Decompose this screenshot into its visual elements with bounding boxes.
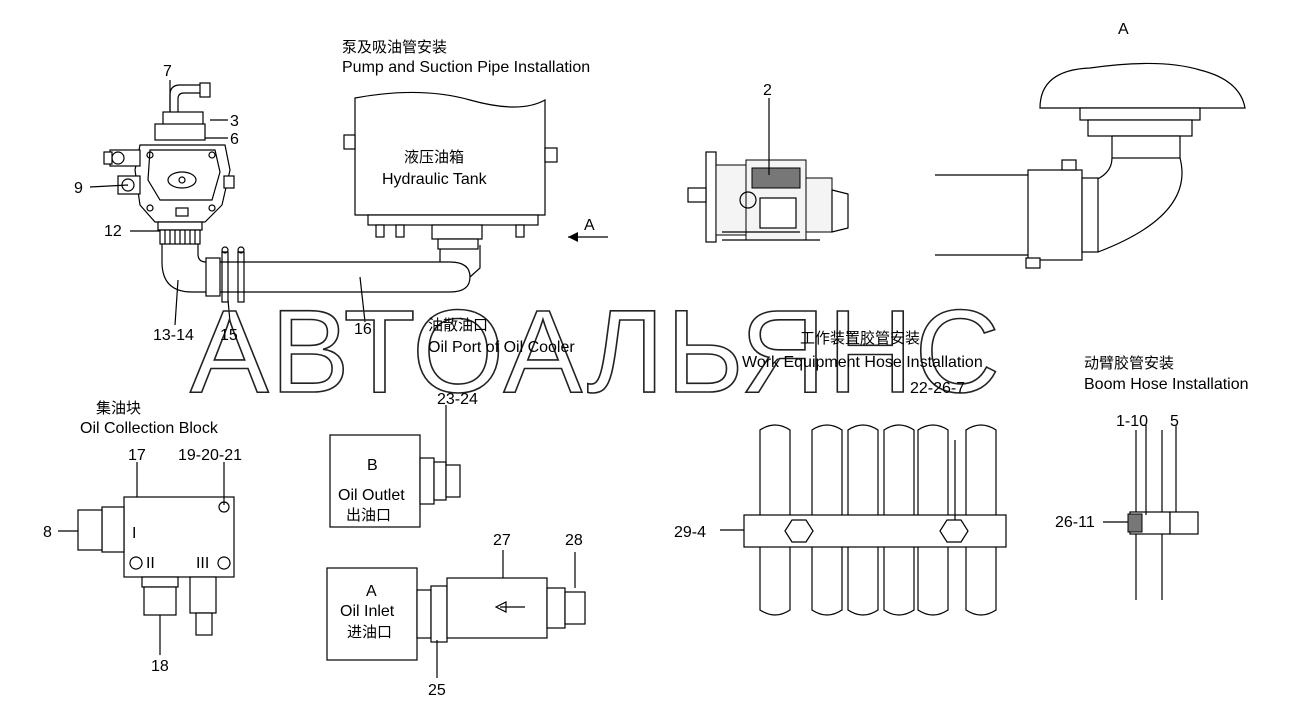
callout-18: 18	[151, 658, 169, 675]
callout-6: 6	[230, 131, 239, 148]
view-a-title: A	[1118, 21, 1129, 38]
port-two-label: II	[146, 554, 155, 572]
suction-pipe	[161, 239, 481, 303]
work-hose-title-en: Work Equipment Hose Installation	[742, 354, 983, 371]
callout-19-20-21: 19-20-21	[178, 447, 242, 464]
boom-hose	[1127, 430, 1199, 600]
callout-2: 2	[763, 82, 772, 99]
callout-1-10: 1-10	[1116, 413, 1148, 430]
port-three-label: III	[196, 554, 209, 572]
outlet-label-en: Oil Outlet	[338, 487, 405, 504]
work-hose-title-zh: 工作装置胶管安装	[800, 329, 920, 347]
tank-label-zh: 液压油箱	[404, 148, 464, 166]
pump-detail	[687, 151, 849, 243]
oil-inlet-fitting	[326, 567, 586, 661]
pump-suction-title-en: Pump and Suction Pipe Installation	[342, 59, 590, 76]
boom-hose-title-en: Boom Hose Installation	[1084, 376, 1249, 393]
callout-17: 17	[128, 447, 146, 464]
view-arrow-label: A	[584, 217, 595, 234]
callout-3: 3	[230, 113, 239, 130]
callout-12: 12	[104, 223, 122, 240]
hydraulic-tank	[343, 91, 608, 250]
callout-23-24: 23-24	[437, 391, 478, 408]
callout-9: 9	[74, 180, 83, 197]
outlet-letter: B	[367, 457, 378, 474]
callout-22-26-7: 22-26-7	[910, 380, 965, 397]
leader-lines	[58, 80, 1177, 678]
inlet-label-en: Oil Inlet	[340, 603, 395, 620]
callout-27: 27	[493, 532, 511, 549]
callout-16: 16	[354, 321, 372, 338]
callout-8: 8	[43, 524, 52, 541]
oil-cooler-title-en: Oil Port of Oil Cooler	[428, 339, 575, 356]
callout-28: 28	[565, 532, 583, 549]
oil-cooler-title-zh: 油散油口	[428, 316, 488, 334]
inlet-label-zh: 进油口	[347, 623, 392, 641]
tank-label-en: Hydraulic Tank	[382, 171, 488, 188]
callout-15: 15	[220, 327, 238, 344]
callout-5: 5	[1170, 413, 1179, 430]
callout-26-11: 26-11	[1055, 514, 1095, 531]
inlet-letter: A	[366, 583, 377, 600]
callout-7: 7	[163, 63, 172, 80]
oil-outlet-fitting	[329, 434, 461, 528]
pump-suction-title-zh: 泵及吸油管安装	[342, 38, 447, 56]
callout-25: 25	[428, 682, 446, 699]
work-equipment-hoses	[743, 424, 1007, 616]
callout-29-4: 29-4	[674, 524, 706, 541]
view-a-detail	[935, 62, 1246, 269]
boom-hose-title-zh: 动臂胶管安装	[1084, 354, 1174, 372]
collection-block-title-zh: 集油块	[96, 399, 141, 417]
watermark-text: АВТОАЛЬЯНС	[190, 286, 1002, 418]
outlet-label-zh: 出油口	[346, 506, 391, 524]
port-one-label: I	[132, 524, 136, 542]
collection-block-title-en: Oil Collection Block	[80, 420, 219, 437]
pump-assembly	[103, 82, 235, 245]
callout-13-14: 13-14	[153, 327, 194, 344]
oil-collection-block	[77, 496, 235, 636]
